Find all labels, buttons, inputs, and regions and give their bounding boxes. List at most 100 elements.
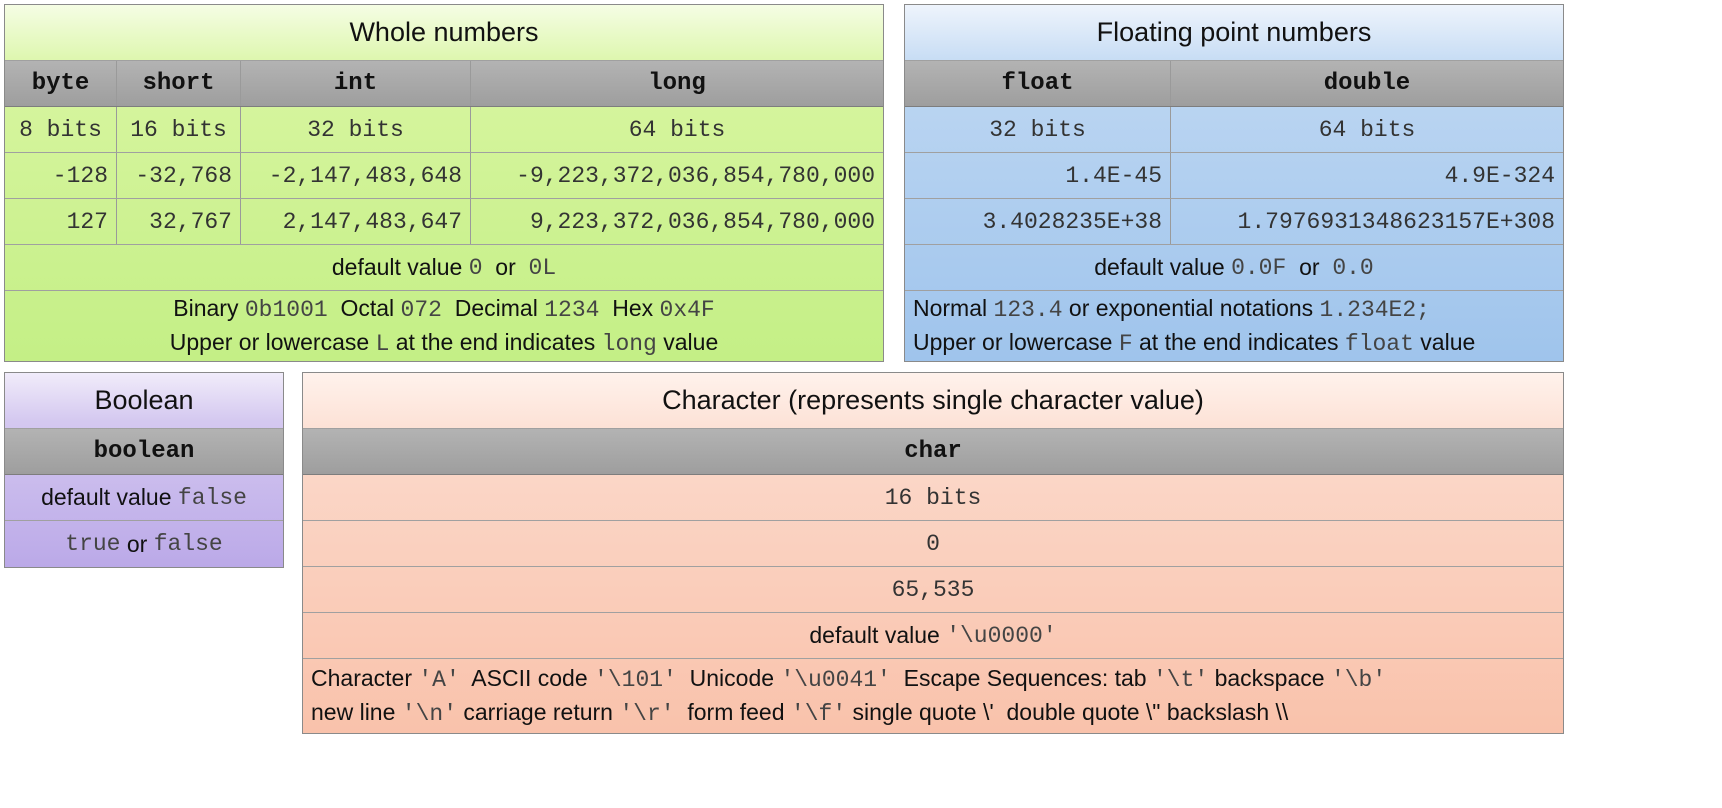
float-header-row: float double	[905, 61, 1563, 107]
default-label: default value	[331, 254, 463, 280]
char-note-segment: '\n'	[401, 701, 457, 727]
char-note-segment: Character	[311, 665, 419, 691]
suffix-mid: at the end indicates	[395, 329, 596, 355]
header-char: char	[904, 438, 962, 465]
whole-header-row: byte short int long	[5, 61, 883, 107]
double-max: 1.7976931348623157E+308	[1237, 208, 1555, 235]
suffix-pre: Upper or lowercase	[913, 329, 1113, 355]
char-min: 0	[303, 521, 1563, 567]
char-literal-line: Character 'A' ASCII code '\101' Unicode …	[311, 662, 1563, 696]
normal-label: Normal	[913, 295, 988, 321]
values-or: or	[126, 530, 148, 557]
float-suffix-line: Upper or lowercase F at the end indicate…	[913, 326, 1563, 360]
char-note-segment: Unicode	[676, 665, 781, 691]
long-suffix-line: Upper or lowercase L at the end indicate…	[170, 326, 718, 360]
default-double: 0.0	[1332, 254, 1374, 281]
whole-bits-row: 8 bits 16 bits 32 bits 64 bits	[5, 107, 883, 153]
hex-label: Hex	[612, 295, 654, 321]
int-min: -2,147,483,648	[241, 153, 471, 198]
whole-default-row: default value 0 or 0L	[5, 245, 883, 291]
short-max: 32,767	[117, 199, 241, 244]
whole-min-row: -128 -32,768 -2,147,483,648 -9,223,372,0…	[5, 153, 883, 199]
whole-max-row: 127 32,767 2,147,483,647 9,223,372,036,8…	[5, 199, 883, 245]
octal-label: Octal	[340, 295, 395, 321]
default-label: default value	[1094, 254, 1225, 280]
suffix-type: float	[1344, 331, 1414, 357]
float-bits: 32 bits	[905, 107, 1171, 152]
long-min: -9,223,372,036,854,780,000	[516, 162, 875, 189]
int-bits: 32 bits	[241, 107, 471, 152]
float-literals-note: Normal 123.4 or exponential notations 1.…	[905, 291, 1563, 361]
float-default-row: default value 0.0F or 0.0	[905, 245, 1563, 291]
byte-max: 127	[5, 199, 117, 244]
int-max: 2,147,483,647	[241, 199, 471, 244]
byte-bits: 8 bits	[5, 107, 117, 152]
char-note-segment: single quote \' double quote \" backslas…	[846, 699, 1289, 725]
binary-label: Binary	[173, 295, 239, 321]
normal-value: 123.4	[993, 297, 1063, 323]
char-note-segment: 'A'	[418, 667, 460, 693]
character-panel: Character (represents single character v…	[302, 372, 1564, 734]
char-escape-note: Character 'A' ASCII code '\101' Unicode …	[303, 659, 1563, 733]
char-default-row: default value '\u0000'	[303, 613, 1563, 659]
suffix-type: long	[601, 331, 657, 357]
float-max-row: 3.4028235E+38 1.7976931348623157E+308	[905, 199, 1563, 245]
default-long: 0L	[528, 254, 557, 281]
whole-numbers-title: Whole numbers	[5, 5, 883, 61]
short-bits: 16 bits	[117, 107, 241, 152]
double-bits: 64 bits	[1318, 116, 1416, 143]
default-float: 0.0F	[1231, 254, 1287, 281]
floating-point-panel: Floating point numbers float double 32 b…	[904, 4, 1564, 362]
boolean-panel: Boolean boolean default value false true…	[4, 372, 284, 568]
char-header-row: char	[303, 429, 1563, 475]
decimal-label: Decimal	[454, 295, 538, 321]
char-note-segment: '\f'	[790, 701, 847, 727]
header-byte: byte	[5, 61, 117, 106]
short-min: -32,768	[117, 153, 241, 198]
default-or: or	[1299, 254, 1320, 280]
binary-value: 0b1001	[244, 297, 328, 323]
literal-formats-line: Binary 0b1001 Octal 072 Decimal 1234 Hex…	[173, 292, 714, 326]
char-note-segment: new line	[311, 699, 402, 725]
header-long: long	[648, 70, 706, 97]
long-bits: 64 bits	[628, 116, 726, 143]
false-value: false	[153, 531, 223, 557]
boolean-values-row: true or false	[5, 521, 283, 567]
escape-sequence-line: new line '\n' carriage return '\r' form …	[311, 696, 1563, 730]
hex-value: 0x4F	[659, 297, 715, 323]
whole-numbers-panel: Whole numbers byte short int long 8 bits…	[4, 4, 884, 362]
char-note-segment: '\r'	[619, 701, 675, 727]
char-note-segment: ASCII code	[459, 665, 595, 691]
header-int: int	[241, 61, 471, 106]
default-or: or	[495, 254, 516, 280]
notation-line: Normal 123.4 or exponential notations 1.…	[913, 292, 1563, 326]
suffix-post: value	[663, 329, 719, 355]
header-float: float	[905, 61, 1171, 106]
byte-min: -128	[5, 153, 117, 198]
decimal-value: 1234	[544, 297, 600, 323]
suffix-letter: L	[375, 331, 390, 357]
exp-value: 1.234E2;	[1319, 297, 1430, 323]
boolean-title: Boolean	[5, 373, 283, 429]
float-bits-row: 32 bits 64 bits	[905, 107, 1563, 153]
whole-literals-note: Binary 0b1001 Octal 072 Decimal 1234 Hex…	[5, 291, 883, 361]
char-note-segment: '\u0041'	[780, 667, 891, 693]
boolean-default-row: default value false	[5, 475, 283, 521]
default-label: default value	[809, 622, 940, 648]
char-note-segment: carriage return	[457, 699, 620, 725]
suffix-mid: at the end indicates	[1139, 329, 1339, 355]
default-boolean: false	[177, 484, 247, 511]
default-char: '\u0000'	[946, 622, 1057, 649]
character-title: Character (represents single character v…	[303, 373, 1563, 429]
suffix-post: value	[1420, 329, 1476, 355]
exp-label: or exponential notations	[1068, 295, 1314, 321]
char-bits: 16 bits	[303, 475, 1563, 521]
default-int: 0	[468, 254, 483, 281]
boolean-header-row: boolean	[5, 429, 283, 475]
suffix-pre: Upper or lowercase	[169, 329, 370, 355]
true-value: true	[65, 531, 121, 557]
long-max: 9,223,372,036,854,780,000	[529, 208, 875, 235]
char-max: 65,535	[303, 567, 1563, 613]
float-min-row: 1.4E-45 4.9E-324	[905, 153, 1563, 199]
default-label: default value	[41, 484, 172, 510]
